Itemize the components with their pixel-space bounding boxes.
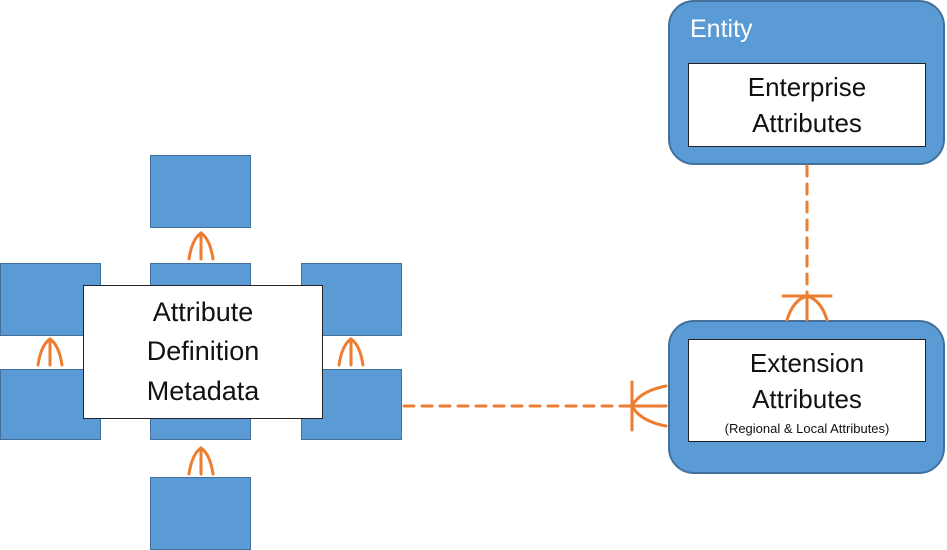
attribute-definition-metadata-box: Attribute Definition Metadata xyxy=(83,285,323,419)
enterprise-attributes-box: Enterprise Attributes xyxy=(688,63,926,147)
crowsfoot-extension-left xyxy=(630,380,668,432)
metadata-line-1: Attribute xyxy=(152,297,254,328)
enterprise-line-2: Attributes xyxy=(752,108,862,138)
entity-label: Entity xyxy=(690,15,753,43)
extension-line-2: Attributes xyxy=(752,384,862,414)
metadata-line-3: Metadata xyxy=(146,375,260,406)
attribute-box-bottom xyxy=(150,477,251,550)
crowsfoot-top xyxy=(187,231,215,261)
extension-subtitle: (Regional & Local Attributes) xyxy=(724,421,890,437)
enterprise-line-1: Enterprise xyxy=(747,71,867,102)
extension-attributes-box: Extension Attributes (Regional & Local A… xyxy=(688,339,926,442)
metadata-line-2: Definition xyxy=(146,336,260,367)
crowsfoot-extension-top xyxy=(781,294,833,322)
crowsfoot-right xyxy=(337,337,365,367)
attribute-box-top xyxy=(150,155,251,228)
extension-line-1: Extension xyxy=(749,347,865,378)
crowsfoot-left xyxy=(36,337,64,367)
crowsfoot-bottom xyxy=(187,446,215,476)
